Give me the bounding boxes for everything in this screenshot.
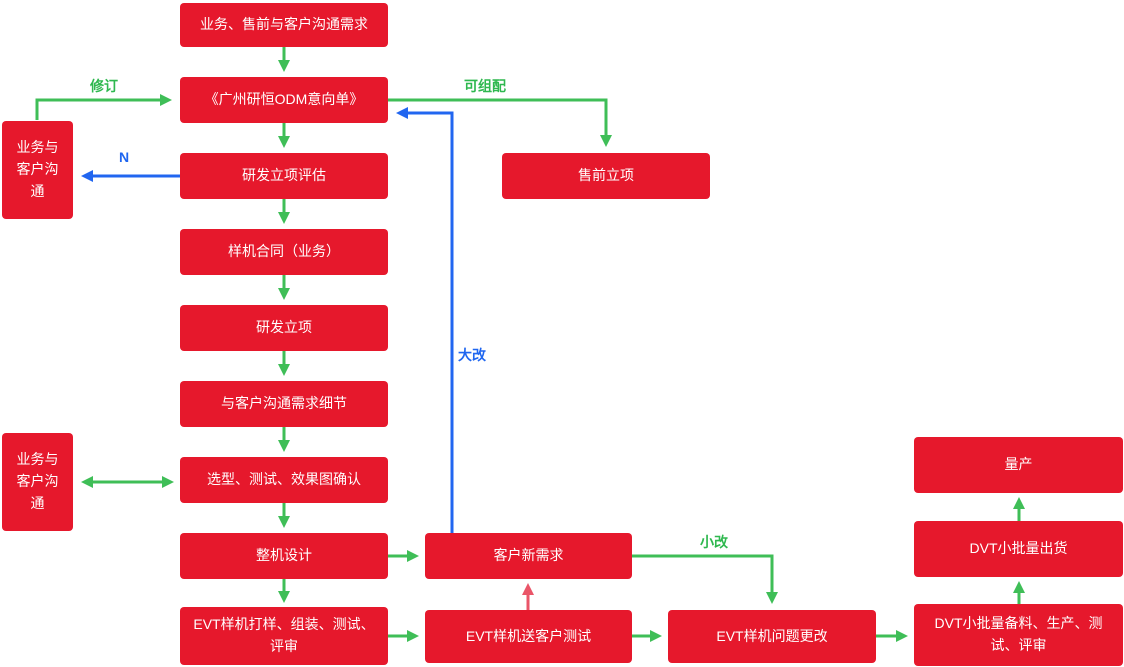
edge-label-configurable: 可组配	[464, 78, 506, 94]
node-dvt-prep: DVT小批量备料、生产、测试、评审	[914, 604, 1123, 666]
edge-revise	[35, 94, 172, 120]
node-rd-eval: 研发立项评估	[180, 153, 388, 199]
node-odm-form: 《广州研恒ODM意向单》	[180, 77, 388, 123]
node-comm-left-top: 业务与客户沟通	[2, 121, 73, 219]
edge-major-change	[396, 107, 454, 533]
edge-label-revise: 修订	[90, 78, 118, 94]
node-evt-build: EVT样机打样、组装、测试、评审	[180, 607, 388, 665]
edge-label-minor-change: 小改	[700, 534, 728, 550]
node-evt-fix: EVT样机问题更改	[668, 610, 876, 663]
node-presales: 售前立项	[502, 153, 710, 199]
node-mass-production: 量产	[914, 437, 1123, 493]
node-selection: 选型、测试、效果图确认	[180, 457, 388, 503]
node-machine-design: 整机设计	[180, 533, 388, 579]
edge-label-reject-n: N	[119, 149, 130, 165]
node-dvt-ship: DVT小批量出货	[914, 521, 1123, 577]
node-evt-send: EVT样机送客户测试	[425, 610, 632, 663]
node-demand: 业务、售前与客户沟通需求	[180, 3, 388, 47]
node-detail-comm: 与客户沟通需求细节	[180, 381, 388, 427]
edge-minor-change	[632, 554, 778, 604]
node-comm-left-bottom: 业务与客户沟通	[2, 433, 73, 531]
edge-configurable	[388, 98, 612, 147]
node-new-demand: 客户新需求	[425, 533, 632, 579]
node-sample-contract: 样机合同（业务）	[180, 229, 388, 275]
edge-label-major-change: 大改	[458, 347, 486, 363]
node-rd-approval: 研发立项	[180, 305, 388, 351]
